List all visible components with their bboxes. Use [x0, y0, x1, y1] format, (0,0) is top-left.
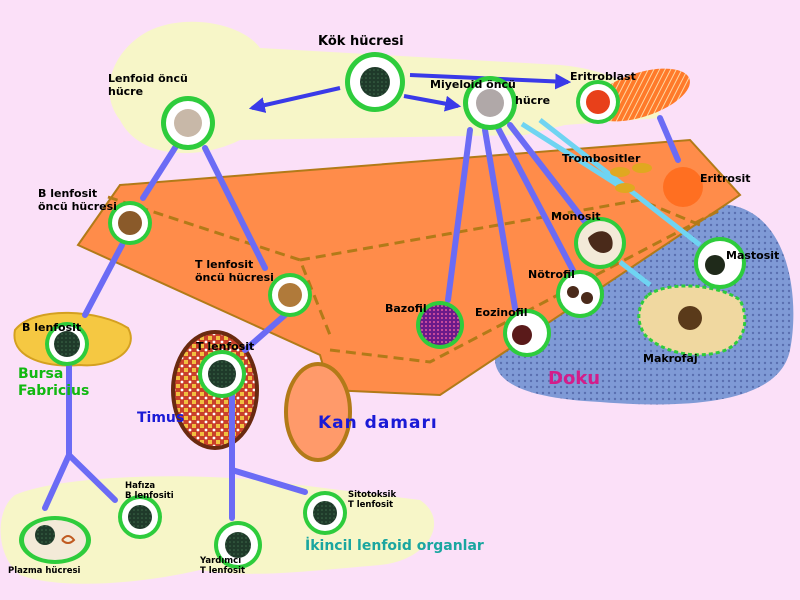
- t-precursor-cell: [268, 273, 312, 317]
- neutrophil-label: Nötrofil: [528, 268, 575, 281]
- monocyte-label: Monosit: [551, 210, 601, 223]
- memory-b-label: Hafıza B lenfositi: [125, 481, 174, 501]
- lymphoid-progenitor-cell: [161, 96, 215, 150]
- myeloid-progenitor-cell: [463, 76, 517, 130]
- t-precursor-label: T lenfosit öncü hücresi: [195, 258, 274, 284]
- eosinophil-label: Eozinofil: [475, 306, 528, 319]
- monocyte-cell: [574, 217, 626, 269]
- erythroblast-label: Eritroblast: [570, 70, 636, 83]
- erythroblast-cell: [576, 80, 620, 124]
- helper-t-cell: [214, 521, 262, 569]
- basophil-cell: [416, 301, 464, 349]
- t-lymphocyte-cell: [198, 350, 246, 398]
- secondary-organs-label: İkincil lenfoid organlar: [305, 538, 484, 554]
- plasma-cell: [19, 516, 91, 564]
- macrophage-label: Makrofaj: [643, 352, 698, 365]
- myeloid-progenitor-label-2: hücre: [515, 94, 551, 107]
- light-arrows: [520, 118, 702, 287]
- b-lymphocyte-label: B lenfosit: [22, 321, 82, 334]
- blood-vessel-label: Kan damarı: [318, 413, 438, 433]
- b-precursor-cell: [108, 201, 152, 245]
- tissue-label: Doku: [548, 368, 601, 389]
- thrombocytes-label: Trombositler: [562, 152, 641, 165]
- cytotoxic-t-cell: [303, 491, 347, 535]
- thrombocytes: [610, 163, 652, 193]
- stem-cell-label: Kök hücresi: [318, 34, 404, 49]
- helper-t-label: Yardımcı T lenfosit: [200, 556, 246, 576]
- lymphoid-progenitor-label: Lenfoid öncü hücre: [108, 72, 188, 98]
- mast-cell-label: Mastosit: [726, 249, 780, 262]
- memory-b-cell: [118, 495, 162, 539]
- neutrophil-cell: [556, 270, 604, 318]
- cytotoxic-t-label: Sitotoksik T lenfosit: [348, 490, 397, 510]
- erythrocyte-shape: [663, 167, 703, 207]
- differentiation-arrows: [42, 115, 681, 521]
- b-lymphocyte-cell: [45, 322, 89, 366]
- b-precursor-label: B lenfosit öncü hücresi: [38, 187, 117, 213]
- myeloid-progenitor-label-1: Miyeloid öncü: [430, 78, 516, 91]
- bursa-fabricius-label: Bursa Fabricius: [18, 366, 90, 399]
- basophil-label: Bazofil: [385, 302, 427, 315]
- plasma-cell-label: Plazma hücresi: [8, 566, 81, 576]
- cells: [19, 52, 746, 569]
- eosinophil-cell: [503, 309, 551, 357]
- stem-cell: [345, 52, 405, 112]
- macrophage-nucleus: [678, 306, 702, 330]
- t-lymphocyte-label: T lenfosit: [196, 340, 255, 353]
- erythrocyte-label: Eritrosit: [700, 172, 751, 185]
- thymus-label: Timus: [137, 410, 185, 426]
- mast-cell: [694, 237, 746, 289]
